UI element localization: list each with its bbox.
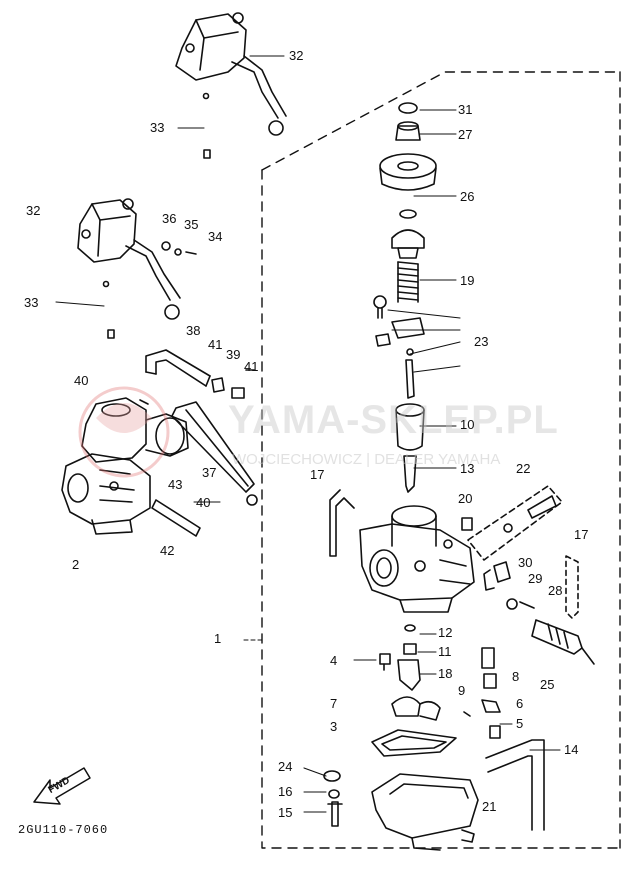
callout-26: 26 xyxy=(460,189,475,204)
callout-7: 7 xyxy=(330,696,338,711)
callout-34: 34 xyxy=(208,229,223,244)
float-bowl-21 xyxy=(371,773,479,851)
part-30-29-28 xyxy=(483,555,595,665)
callout-9: 9 xyxy=(458,683,466,698)
jets-12-11-18 xyxy=(379,624,421,691)
callout-21: 21 xyxy=(482,799,497,814)
callout-40-a: 40 xyxy=(74,373,89,388)
callout-33-upper: 33 xyxy=(150,120,165,135)
callout-41-b: 41 xyxy=(244,359,259,374)
part-22 xyxy=(467,485,563,561)
callout-13: 13 xyxy=(460,461,475,476)
callout-36: 36 xyxy=(162,211,177,226)
callout-27: 27 xyxy=(458,127,473,142)
callout-2: 2 xyxy=(72,557,80,572)
retainer-23 xyxy=(373,295,425,399)
callout-1: 1 xyxy=(214,631,222,646)
callout-43: 43 xyxy=(168,477,183,492)
callout-10: 10 xyxy=(460,417,475,432)
callout-17-right: 17 xyxy=(574,527,589,542)
fwd-arrow-icon xyxy=(33,767,91,805)
callout-4: 4 xyxy=(330,653,338,668)
small-fasteners xyxy=(102,92,211,339)
callout-5: 5 xyxy=(516,716,524,731)
part-22-detail xyxy=(503,495,557,533)
callout-40-b: 40 xyxy=(196,495,211,510)
callout-14: 14 xyxy=(564,742,579,757)
callout-31: 31 xyxy=(458,102,473,117)
hose-14 xyxy=(485,739,545,831)
needle-stack-top xyxy=(379,102,437,219)
assembly-frame xyxy=(261,71,621,849)
callout-25: 25 xyxy=(540,677,555,692)
callout-17-left: 17 xyxy=(310,467,325,482)
callout-33-lower: 33 xyxy=(24,295,39,310)
callout-29: 29 xyxy=(528,571,543,586)
leader-lines xyxy=(55,55,561,813)
callout-37: 37 xyxy=(202,465,217,480)
parts-8-9-6-5 xyxy=(463,647,501,739)
callout-24: 24 xyxy=(278,759,293,774)
parts-41-39 xyxy=(211,369,255,399)
float-7 xyxy=(391,696,441,721)
bracket-37 xyxy=(171,401,255,493)
tube-43 xyxy=(151,499,201,537)
callout-23: 23 xyxy=(474,334,489,349)
watermark-logo-icon xyxy=(78,386,170,478)
part-32-upper xyxy=(175,12,287,136)
throttle-valve-10 xyxy=(395,403,425,493)
hose-38 xyxy=(145,349,211,387)
callout-38: 38 xyxy=(186,323,201,338)
spring-19 xyxy=(391,229,425,303)
carburetor-body-right xyxy=(359,505,475,613)
callout-18: 18 xyxy=(438,666,453,681)
part-32-lower xyxy=(77,198,181,320)
callout-35: 35 xyxy=(184,217,199,232)
callout-6: 6 xyxy=(516,696,524,711)
bracket-17-left xyxy=(329,489,355,557)
callout-20: 20 xyxy=(458,491,473,506)
callout-28: 28 xyxy=(548,583,563,598)
callout-41-a: 41 xyxy=(208,337,223,352)
callout-42: 42 xyxy=(160,543,175,558)
watermark-subtext: WOJCIECHOWICZ | DEALER YAMAHA xyxy=(232,451,501,468)
callout-22: 22 xyxy=(516,461,531,476)
part-code: 2GU110-7060 xyxy=(18,823,109,837)
callout-32-upper: 32 xyxy=(289,48,304,63)
carburetor-assembly-2 xyxy=(61,397,189,535)
callout-8: 8 xyxy=(512,669,520,684)
callout-16: 16 xyxy=(278,784,293,799)
parts-24-16-15 xyxy=(323,770,343,827)
part-20 xyxy=(461,517,473,531)
callout-32-lower: 32 xyxy=(26,203,41,218)
callout-30: 30 xyxy=(518,555,533,570)
callout-12: 12 xyxy=(438,625,453,640)
callout-39: 39 xyxy=(226,347,241,362)
callout-19: 19 xyxy=(460,273,475,288)
gasket-3 xyxy=(371,729,457,757)
callout-3: 3 xyxy=(330,719,338,734)
callout-11: 11 xyxy=(438,644,452,659)
callout-15: 15 xyxy=(278,805,293,820)
watermark-text: YAMA-SKLEP.PL xyxy=(228,398,559,442)
part-40 xyxy=(139,399,258,506)
